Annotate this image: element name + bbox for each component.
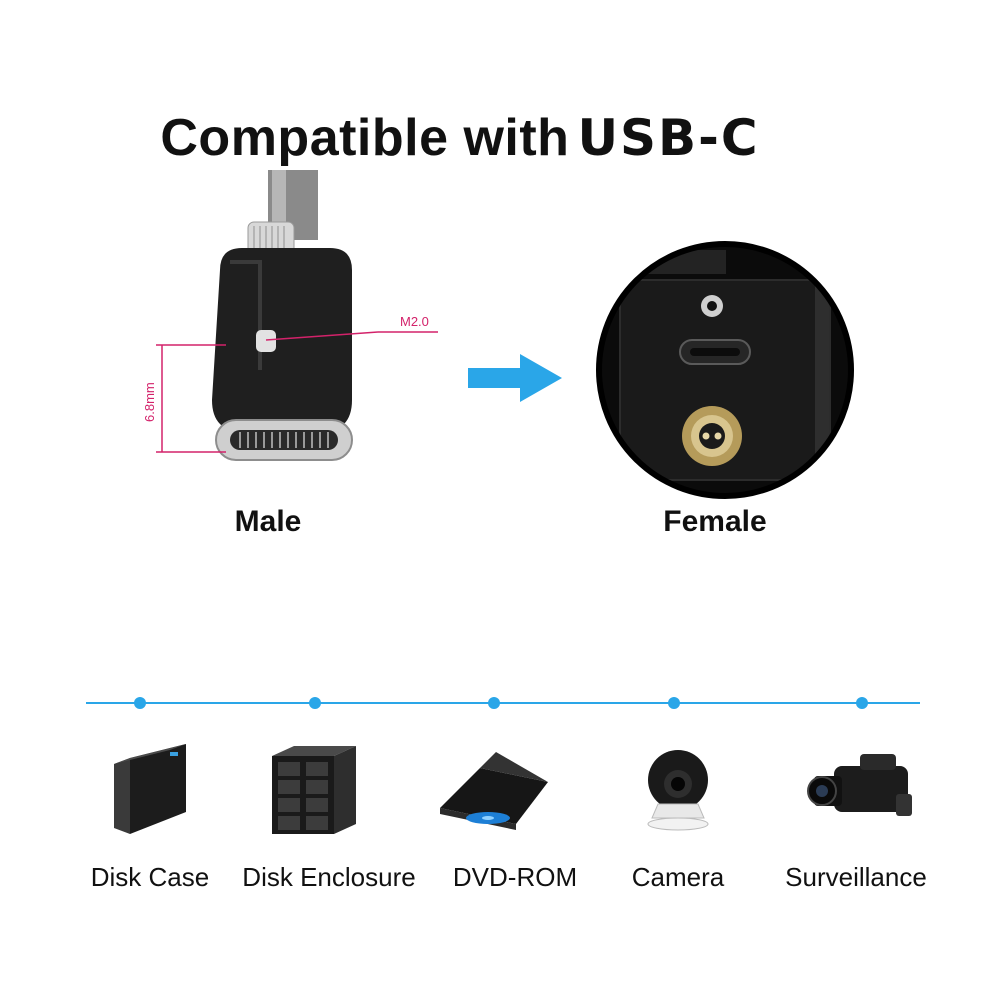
headline-brand: USB-C — [577, 109, 760, 167]
device-label-camera: Camera — [631, 862, 725, 892]
headline-prefix: Compatible with — [160, 109, 570, 167]
height-dimension: 6.8mm — [142, 382, 157, 422]
camcorder-icon — [807, 754, 912, 816]
timeline-dot — [309, 697, 321, 709]
connector-body — [212, 248, 352, 432]
male-label: Male — [234, 505, 302, 538]
timeline-dot — [134, 697, 146, 709]
timeline-dot — [668, 697, 680, 709]
device-label-disk-enclosure: Disk Enclosure — [242, 862, 416, 892]
dvd-rom-icon — [440, 752, 548, 830]
screw-dimension: M2.0 — [400, 314, 429, 329]
arrow-right-icon — [468, 354, 562, 402]
timeline-line — [86, 702, 920, 704]
camera-icon — [647, 750, 709, 831]
screw-tip — [256, 330, 276, 352]
timeline-dot — [488, 697, 500, 709]
female-label: Female — [663, 505, 767, 538]
device-label-dvd-rom: DVD-ROM — [452, 862, 578, 892]
timeline-dot — [856, 697, 868, 709]
device-label-disk-case: Disk Case — [90, 862, 210, 892]
female-port-image — [596, 241, 854, 499]
disk-case-icon — [114, 744, 186, 834]
device-label-surveillance: Surveillance — [785, 862, 927, 892]
male-connector-image: M2.0 6.8mm — [142, 170, 438, 461]
disk-enclosure-icon — [272, 746, 356, 834]
dimension-lines — [156, 331, 438, 453]
